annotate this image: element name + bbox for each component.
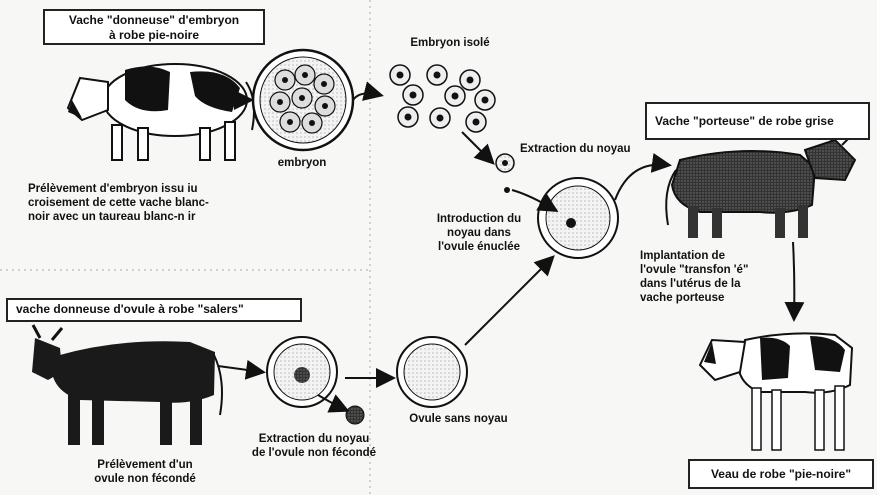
arrow-surrogate-to-calf xyxy=(793,242,794,318)
ovum-nucleus-extraction-label: Extraction du noyau de l'ovule non fécon… xyxy=(234,432,394,460)
nucleus-extraction-label: Extraction du noyau xyxy=(520,142,645,156)
calf-box: Veau de robe "pie-noire" xyxy=(688,459,874,489)
arrow-embryo-to-cells xyxy=(353,93,380,100)
enucleated-ovum-icon xyxy=(397,337,467,407)
extracted-nucleus-icon xyxy=(496,154,514,193)
ovum-with-nucleus-icon xyxy=(538,178,618,258)
arrow-nucleus-removal xyxy=(318,395,346,410)
embryo-sampling-label: Prélèvement d'embryon issu iu croisement… xyxy=(28,182,268,224)
salers-cow-icon xyxy=(32,325,222,445)
embryon-label: embryon xyxy=(262,156,342,170)
introduction-label: Introduction du noyau dans l'ovule énucl… xyxy=(418,212,540,254)
calf-icon xyxy=(700,333,852,450)
holstein-cow-icon xyxy=(68,64,254,160)
implantation-label: Implantation de l'ovule "transfon 'é" da… xyxy=(640,249,770,305)
unfertilized-ovum-icon xyxy=(267,337,364,424)
arrow-cow-to-ovum xyxy=(218,366,262,372)
arrow-enucleated-to-fusion xyxy=(465,258,552,345)
isolated-cells-icon xyxy=(390,65,495,132)
grey-cow-icon xyxy=(666,130,855,238)
ovum-no-nucleus-label: Ovule sans noyau xyxy=(396,412,521,426)
ovum-sampling-label: Prélèvement d'un ovule non fécondé xyxy=(80,458,210,486)
surrogate-box: Vache "porteuse" de robe grise xyxy=(645,102,870,140)
ovum-donor-box: vache donneuse d'ovule à robe "salers" xyxy=(6,298,302,322)
arrow-cells-to-nucleus xyxy=(462,132,492,162)
arrow-ovum-to-surrogate xyxy=(615,164,668,200)
isolated-embryo-label: Embryon isolé xyxy=(395,36,505,50)
embryo-donor-box: Vache "donneuse" d'embryon à robe pie-no… xyxy=(43,9,265,45)
embryo-icon xyxy=(253,50,353,150)
